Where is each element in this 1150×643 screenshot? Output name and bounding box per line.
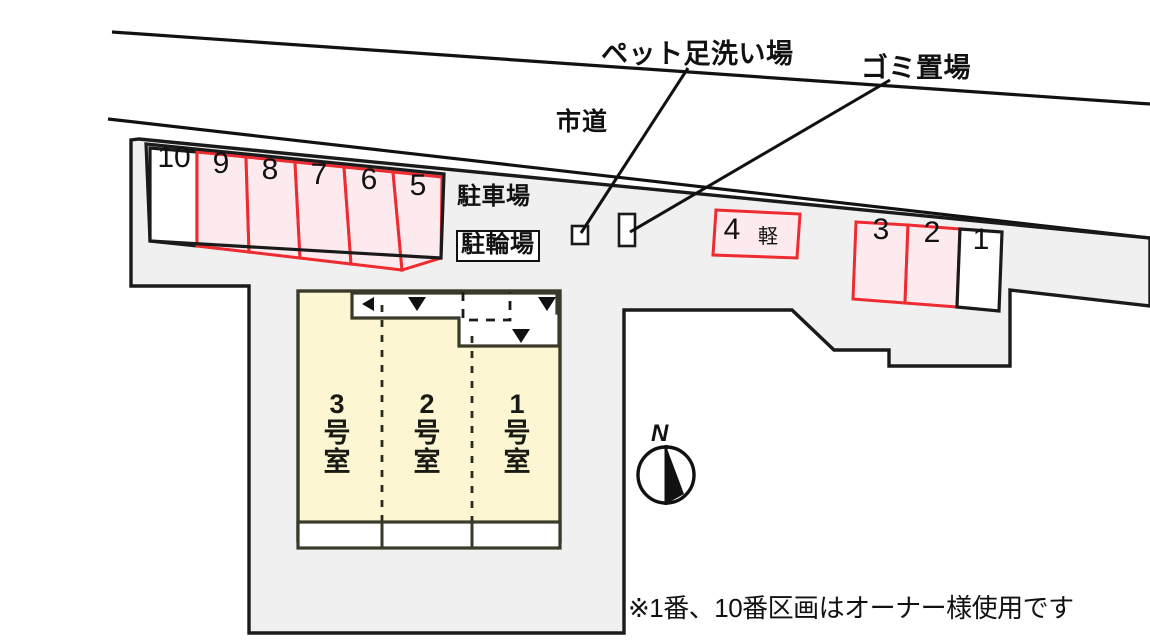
garbage-leader-line [629, 78, 891, 234]
zone-label-bicycle-parking: 駐輪場 [456, 230, 540, 262]
parking-stall-1[interactable] [955, 227, 1004, 313]
zone-label-parking-lot: 駐車場 [457, 183, 531, 210]
parking-stall-label-10: 10 [157, 141, 191, 174]
parking-row-left-frame [144, 142, 446, 260]
road-lines [107, 30, 1150, 240]
parking-stall-label-6: 6 [360, 163, 378, 196]
callout-label-garbage: ゴミ置場 [861, 53, 971, 83]
road-label: 市道 [556, 108, 609, 136]
owner-use-footnote: ※1番、10番区画はオーナー様使用です [628, 593, 1074, 623]
corridor-arrow-down-right-icon [538, 297, 556, 311]
corridor-dashed-outline [461, 292, 512, 322]
parking-stall-label-8: 8 [261, 153, 279, 186]
parking-stall-4[interactable] [711, 208, 802, 260]
parking-stall-label-4: 4 [723, 213, 741, 246]
apartment-building [296, 289, 562, 550]
road-far-edge-line [111, 30, 1150, 106]
callout-label-pet-wash: ペット足洗い場 [601, 39, 794, 69]
compass-rose-icon [636, 445, 696, 505]
parking-stall-label-5: 5 [409, 169, 427, 202]
pet-wash-leader-line [579, 67, 690, 234]
unit-label-2: 2 号 室 [413, 389, 441, 478]
compass-north-label: N [651, 420, 669, 447]
callout-leader-lines [579, 67, 891, 234]
parking-row-right [711, 208, 1004, 313]
parking-row-left [144, 142, 446, 272]
compass-needle [666, 446, 684, 504]
parking-stall-label-7: 7 [310, 158, 328, 191]
unit-label-1: 1 号 室 [503, 389, 531, 478]
building-entrance-corridor [350, 291, 561, 348]
corridor-arrow-left-icon [362, 297, 374, 311]
parking-stall-note-4: 軽 [758, 226, 778, 248]
corridor-arrow-down-unit3-icon [408, 297, 426, 311]
parking-stall-label-9: 9 [212, 147, 230, 180]
parking-stall-label-3: 3 [872, 213, 890, 246]
road-near-edge-line [107, 117, 1150, 240]
parking-stall-label-2: 2 [923, 216, 941, 249]
unit-label-3: 3 号 室 [323, 389, 351, 478]
pet-wash-station-box[interactable] [570, 224, 590, 246]
parking-stall-label-1: 1 [972, 223, 990, 256]
corridor-arrow-down-unit1-icon [512, 329, 530, 343]
building-balcony-strip [296, 520, 562, 550]
